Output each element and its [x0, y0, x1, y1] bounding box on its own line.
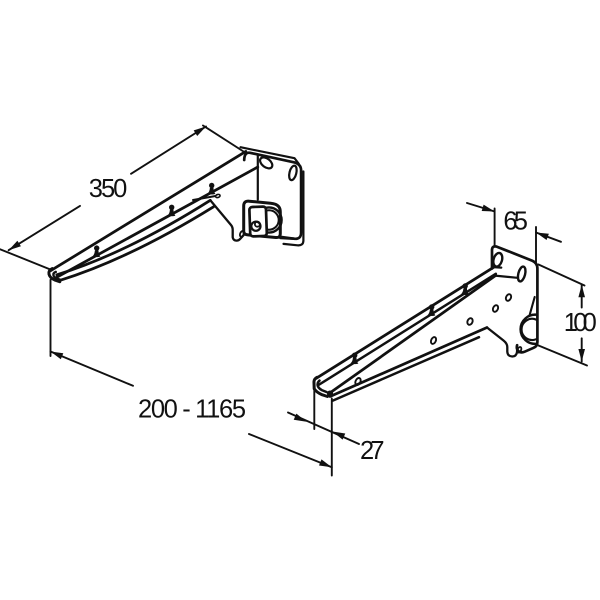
svg-text:100: 100 [564, 309, 597, 337]
svg-text:200 - 1165: 200 - 1165 [138, 395, 246, 423]
svg-text:27: 27 [360, 437, 385, 465]
svg-text:350: 350 [89, 175, 128, 203]
svg-text:65: 65 [503, 208, 528, 236]
